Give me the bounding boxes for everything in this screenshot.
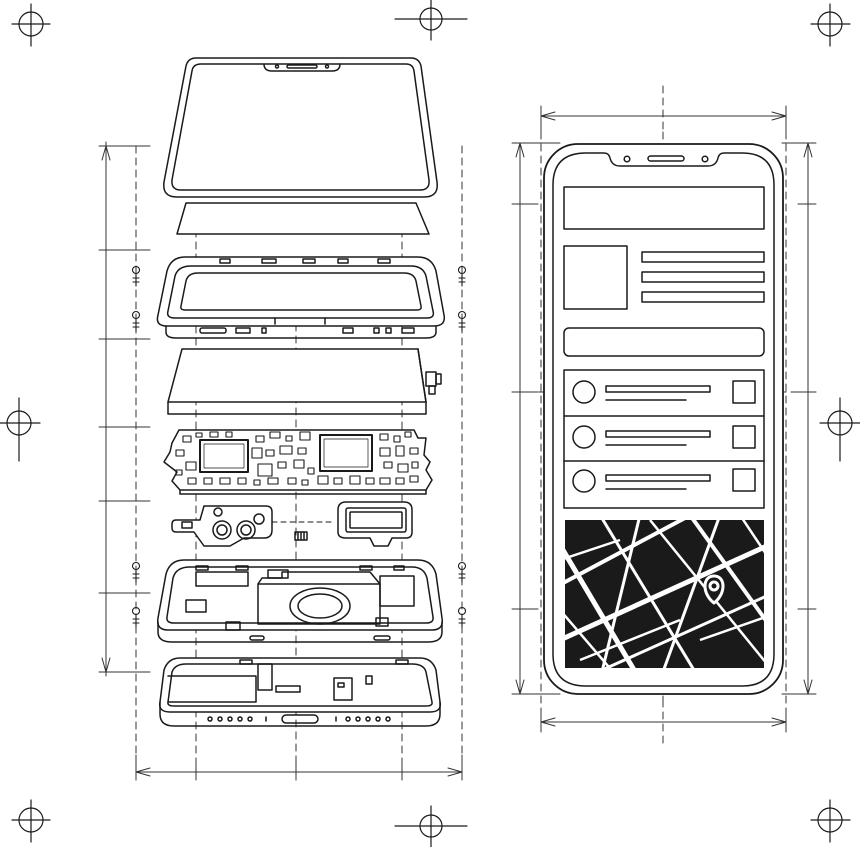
screw-icon (457, 606, 467, 628)
face-sensor-module-layer (337, 501, 413, 547)
screw-icon (457, 310, 467, 332)
display-panel-layer (176, 202, 430, 235)
screen-wireframe (550, 186, 780, 680)
registration-mark-middle-left (0, 397, 41, 462)
registration-mark-bottom-left (11, 799, 51, 843)
avatar-placeholder (572, 469, 596, 493)
avatar-placeholder (572, 425, 596, 449)
thumbnail-placeholder (732, 468, 756, 492)
screw-icon (131, 561, 141, 583)
wireframe-list-item[interactable] (572, 425, 756, 449)
wireframe-hero-image[interactable] (563, 245, 628, 310)
earpiece-speaker (647, 155, 685, 162)
wireframe-text-line (641, 251, 765, 263)
thumbnail-placeholder (732, 380, 756, 404)
registration-mark-bottom-right (810, 799, 851, 843)
wireframe-list-item[interactable] (572, 380, 756, 404)
avatar-placeholder (572, 380, 596, 404)
screw-icon (457, 561, 467, 583)
screw-icon (131, 606, 141, 628)
screw-icon (131, 265, 141, 287)
registration-mark-top-right (810, 3, 851, 47)
registration-mark-bottom-center (394, 805, 468, 847)
registration-mark-top-center (394, 0, 468, 41)
battery-layer (167, 348, 442, 415)
wireframe-map[interactable] (550, 510, 780, 680)
wireframe-header-bar[interactable] (563, 186, 765, 230)
bottom-chassis-layer (158, 657, 442, 727)
location-pin-icon[interactable] (703, 574, 725, 605)
front-sensor (701, 155, 709, 163)
front-glass-layer (163, 57, 438, 198)
screw-icon (457, 265, 467, 287)
screw-icon (131, 310, 141, 332)
registration-mark-top-left (11, 3, 51, 47)
midframe-layer (156, 256, 446, 339)
wireframe-text-line (641, 291, 765, 303)
screws (131, 265, 467, 628)
registration-mark-middle-right (819, 397, 860, 462)
wireframe-list (563, 369, 765, 509)
wireframe-list-item[interactable] (572, 468, 756, 493)
camera-module-layer (171, 505, 336, 547)
wireframe-search-bar[interactable] (563, 327, 765, 357)
wireframe-text-line (641, 271, 765, 283)
rear-housing-layer (156, 559, 444, 643)
thumbnail-placeholder (732, 425, 756, 449)
front-camera (623, 155, 631, 163)
logic-board-layer (163, 429, 433, 495)
